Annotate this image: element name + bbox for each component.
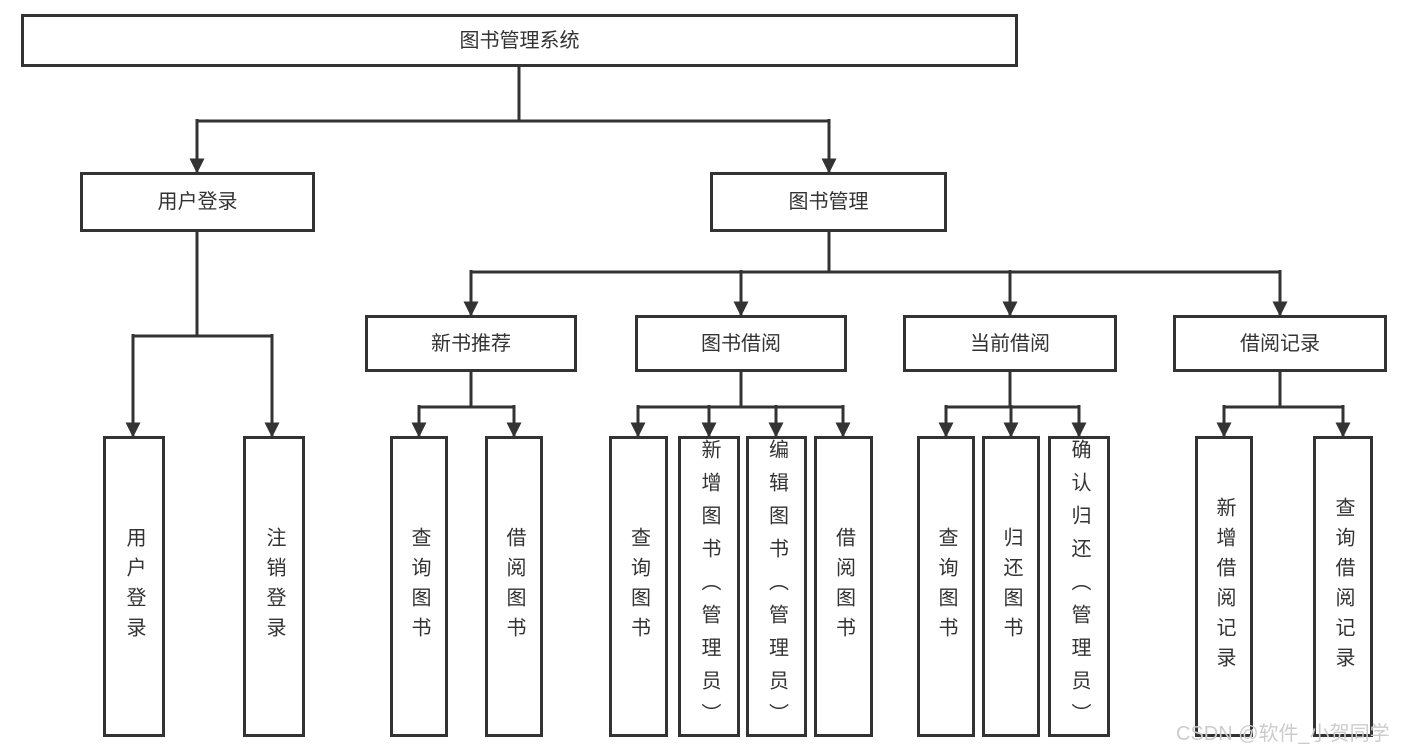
leaf-logout-label: 注销登录: [263, 526, 285, 647]
node-book-borrow: 图书借阅: [635, 315, 847, 372]
leaf-confirm-return-admin: 确认归还（管理员）: [1048, 436, 1110, 737]
leaf-add-borrow-record-label: 新增借阅记录: [1213, 496, 1235, 677]
connector-newrecommend-to-leaves: [411, 370, 522, 438]
leaf-borrow-books-recommend: 借阅图书: [485, 436, 543, 737]
leaf-query-borrow-record: 查询借阅记录: [1313, 436, 1373, 737]
leaf-borrow-books-recommend-label: 借阅图书: [503, 526, 525, 647]
node-book-management-label: 图书管理: [788, 191, 869, 213]
node-current-borrow-label: 当前借阅: [970, 332, 1050, 355]
leaf-query-books-borrow-label: 查询图书: [627, 526, 650, 647]
leaf-add-books-admin: 新增图书（管理员）: [678, 436, 740, 737]
leaf-add-borrow-record: 新增借阅记录: [1195, 436, 1253, 737]
node-root-label: 图书管理系统: [459, 29, 580, 52]
connector-root-to-level2: [189, 67, 837, 174]
leaf-user-login: 用户登录: [103, 436, 165, 737]
leaf-query-books-recommend: 查询图书: [390, 436, 448, 737]
node-new-book-recommend-label: 新书推荐: [431, 332, 511, 355]
node-book-borrow-label: 图书借阅: [701, 332, 781, 355]
leaf-edit-books-admin-label: 编辑图书（管理员）: [765, 439, 788, 736]
node-user-login: 用户登录: [80, 172, 315, 232]
leaf-borrow-books-borrow-label: 借阅图书: [832, 526, 855, 647]
leaf-borrow-books-borrow: 借阅图书: [814, 436, 873, 737]
leaf-add-books-admin-label: 新增图书（管理员）: [698, 439, 720, 736]
leaf-edit-books-admin: 编辑图书（管理员）: [746, 436, 807, 737]
node-borrow-records: 借阅记录: [1173, 315, 1387, 372]
connector-bookborrow-to-leaves: [630, 370, 851, 438]
connector-currentborrow-to-leaves: [938, 370, 1087, 438]
leaf-query-books-current: 查询图书: [917, 436, 975, 737]
node-root: 图书管理系统: [21, 14, 1018, 67]
leaf-query-borrow-record-label: 查询借阅记录: [1332, 496, 1354, 677]
leaf-return-books-label: 归还图书: [1000, 526, 1022, 647]
node-book-management: 图书管理: [710, 172, 947, 232]
leaf-query-books-borrow: 查询图书: [609, 436, 668, 737]
leaf-return-books: 归还图书: [982, 436, 1040, 737]
node-user-login-label: 用户登录: [157, 191, 238, 213]
node-borrow-records-label: 借阅记录: [1240, 332, 1320, 355]
leaf-confirm-return-admin-label: 确认归还（管理员）: [1068, 439, 1090, 736]
leaf-query-books-current-label: 查询图书: [935, 526, 957, 647]
csdn-watermark: CSDN @软件_小贺同学: [1176, 723, 1390, 745]
connector-borrowrecords-to-leaves: [1216, 370, 1351, 438]
connector-userlogin-to-leaves: [125, 230, 280, 438]
leaf-logout: 注销登录: [243, 436, 305, 737]
leaf-user-login-label: 用户登录: [123, 526, 145, 647]
node-current-borrow: 当前借阅: [903, 315, 1117, 372]
node-new-book-recommend: 新书推荐: [365, 315, 577, 372]
connector-bookmgmt-to-level3: [463, 230, 1288, 317]
leaf-query-books-recommend-label: 查询图书: [408, 526, 430, 647]
